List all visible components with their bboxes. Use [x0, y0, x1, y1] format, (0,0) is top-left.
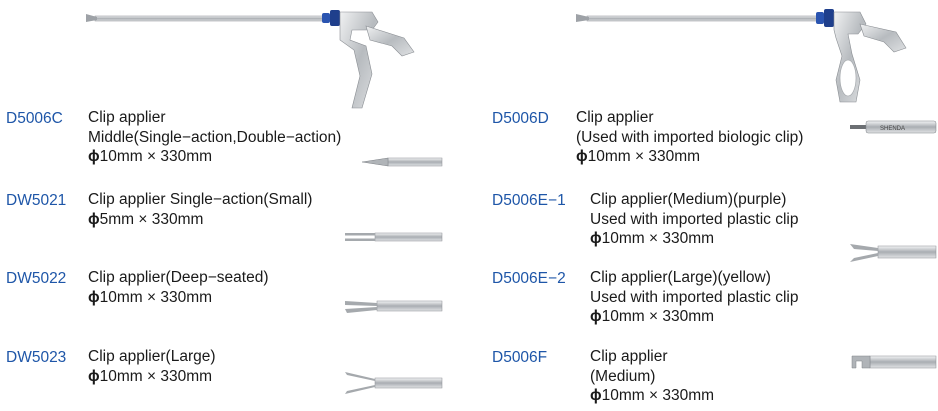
product-dimension: ϕ10mm × 330mm — [590, 387, 715, 404]
product-description: Clip applier(Deep−seated) ϕ10mm × 330mm — [88, 268, 269, 307]
jaw-detail-dw5023 — [345, 372, 443, 394]
product-code: D5006D — [492, 110, 549, 127]
product-line: Clip applier(Medium)(purple) — [590, 191, 787, 208]
clip-applier-illustration-left — [86, 10, 415, 109]
diameter-symbol: ϕ — [590, 230, 602, 247]
product-dimension: ϕ10mm × 330mm — [576, 148, 701, 165]
product-line: Clip applier Single−action(Small) — [88, 191, 313, 208]
product-description: Clip applier(Large) ϕ10mm × 330mm — [88, 347, 216, 386]
diameter-symbol: ϕ — [576, 148, 588, 165]
product-code: D5006E−1 — [492, 192, 566, 209]
product-dimension: ϕ10mm × 330mm — [88, 288, 213, 306]
product-line: Clip applier — [88, 109, 166, 126]
product-line: Clip applier — [576, 109, 654, 126]
product-line: Used with imported plastic clip — [590, 288, 799, 306]
product-description: Clip applier Middle(Single−action,Double… — [88, 108, 341, 167]
product-code: D5006E−2 — [492, 270, 566, 287]
product-dimension: ϕ10mm × 330mm — [590, 230, 715, 247]
product-dimension: ϕ5mm × 330mm — [88, 210, 204, 228]
product-line: Clip applier(Large) — [88, 348, 216, 365]
product-description: Clip applier Single−action(Small) ϕ5mm ×… — [88, 190, 312, 229]
product-line: Clip applier — [590, 348, 668, 365]
product-code: DW5022 — [6, 270, 67, 287]
product-description: Clip applier (Used with imported biologi… — [576, 108, 803, 167]
product-description: Clip applier (Medium) ϕ10mm × 330mm — [590, 347, 714, 406]
cartridge-brand-label: SHENDA — [880, 126, 905, 132]
jaw-detail-d5006c — [361, 157, 443, 167]
jaw-detail-d5006f — [851, 355, 937, 369]
product-line: Middle(Single−action,Double−action) — [88, 128, 342, 146]
product-dimension: ϕ10mm × 330mm — [88, 367, 213, 385]
jaw-detail-dw5021 — [345, 232, 443, 242]
product-line: Clip applier(Large)(yellow) — [590, 269, 771, 286]
biologic-clip-cartridge: SHENDA — [850, 120, 937, 134]
diameter-symbol: ϕ — [590, 387, 602, 404]
product-line: Used with imported plastic clip — [590, 210, 799, 228]
diameter-symbol: ϕ — [88, 288, 100, 306]
diameter-symbol: ϕ — [88, 210, 100, 228]
product-description: Clip applier(Large)(yellow) Used with im… — [590, 268, 798, 327]
diameter-symbol: ϕ — [590, 308, 602, 325]
product-line: (Medium) — [590, 367, 656, 385]
product-code: D5006C — [6, 110, 63, 127]
clip-applier-illustration-right — [576, 9, 907, 103]
jaw-detail-dw5022 — [345, 300, 443, 313]
product-dimension: ϕ10mm × 330mm — [88, 148, 213, 165]
product-description: Clip applier(Medium)(purple) Used with i… — [590, 190, 798, 249]
product-code: D5006F — [492, 349, 548, 366]
product-code: DW5021 — [6, 192, 67, 209]
diameter-symbol: ϕ — [88, 148, 100, 165]
diameter-symbol: ϕ — [88, 367, 100, 385]
product-code: DW5023 — [6, 349, 67, 366]
product-line: Clip applier(Deep−seated) — [88, 269, 269, 286]
jaw-detail-d5006e — [850, 244, 937, 262]
product-dimension: ϕ10mm × 330mm — [590, 308, 715, 325]
product-line: (Used with imported biologic clip) — [576, 128, 804, 146]
